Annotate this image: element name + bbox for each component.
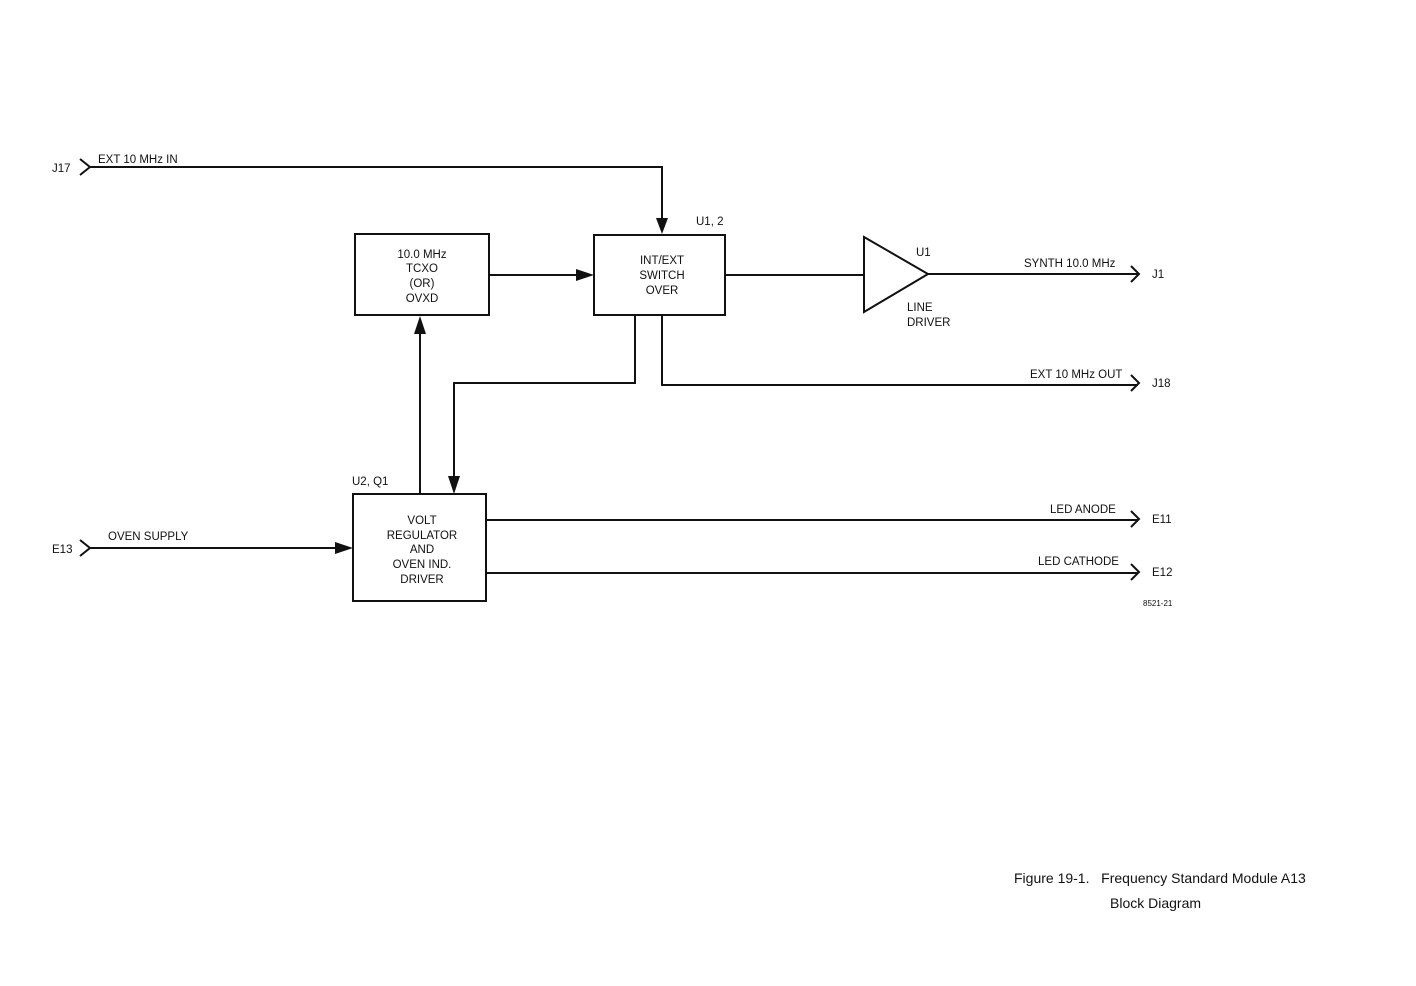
regulator-line-4: OVEN IND. (393, 559, 452, 571)
connector-j18-chevron (1131, 375, 1139, 391)
connector-e13-chevron (80, 540, 90, 556)
driver-line-1: LINE (907, 302, 933, 314)
switch-line-3: OVER (646, 285, 679, 297)
tcxo-line-3: (OR) (410, 278, 435, 290)
signal-led-cathode-label: LED CATHODE (1038, 556, 1119, 568)
drawing-number: 8521-21 (1143, 599, 1173, 608)
tcxo-line-4: OVXD (406, 293, 439, 305)
switch-line-1: INT/EXT (640, 255, 684, 267)
switch-to-regulator-wire (454, 315, 635, 478)
regulator-line-3: AND (410, 544, 434, 556)
connector-j18-label: J18 (1152, 378, 1171, 390)
regulator-line-2: REGULATOR (387, 530, 458, 542)
ext-in-wire (90, 167, 662, 218)
driver-line-2: DRIVER (907, 317, 950, 329)
caption-line-2: Block Diagram (1014, 891, 1306, 916)
regulator-ref-label: U2, Q1 (352, 476, 388, 488)
figure-caption: Figure 19-1. Frequency Standard Module A… (1014, 866, 1306, 916)
tcxo-line-2: TCXO (406, 263, 438, 275)
switch-ref-label: U1, 2 (696, 216, 724, 228)
switch-line-2: SWITCH (639, 270, 684, 282)
ext-in-arrowhead (656, 218, 668, 234)
signal-led-anode-label: LED ANODE (1050, 504, 1116, 516)
oven-supply-arrowhead (335, 542, 353, 554)
connector-e11-label: E11 (1152, 514, 1172, 526)
connector-j1-label: J1 (1152, 269, 1164, 281)
connector-e12-label: E12 (1152, 567, 1172, 579)
driver-ref-label: U1 (916, 247, 931, 259)
signal-synth-out-label: SYNTH 10.0 MHz (1024, 258, 1116, 270)
connector-j17-label: J17 (52, 163, 71, 175)
signal-ext-out-label: EXT 10 MHz OUT (1030, 369, 1122, 381)
regulator-line-1: VOLT (407, 515, 436, 527)
tcxo-line-1: 10.0 MHz (397, 249, 446, 261)
regulator-line-5: DRIVER (400, 574, 443, 586)
tcxo-to-switch-arrowhead (576, 269, 594, 281)
signal-oven-supply-label: OVEN SUPPLY (108, 531, 189, 543)
connector-j17-chevron (80, 159, 90, 175)
signal-ext-in-label: EXT 10 MHz IN (98, 154, 178, 166)
regulator-to-tcxo-arrowhead (414, 316, 426, 334)
connector-e13-label: E13 (52, 544, 72, 556)
caption-line-1: Figure 19-1. Frequency Standard Module A… (1014, 866, 1306, 891)
switch-to-regulator-arrowhead (448, 476, 460, 494)
